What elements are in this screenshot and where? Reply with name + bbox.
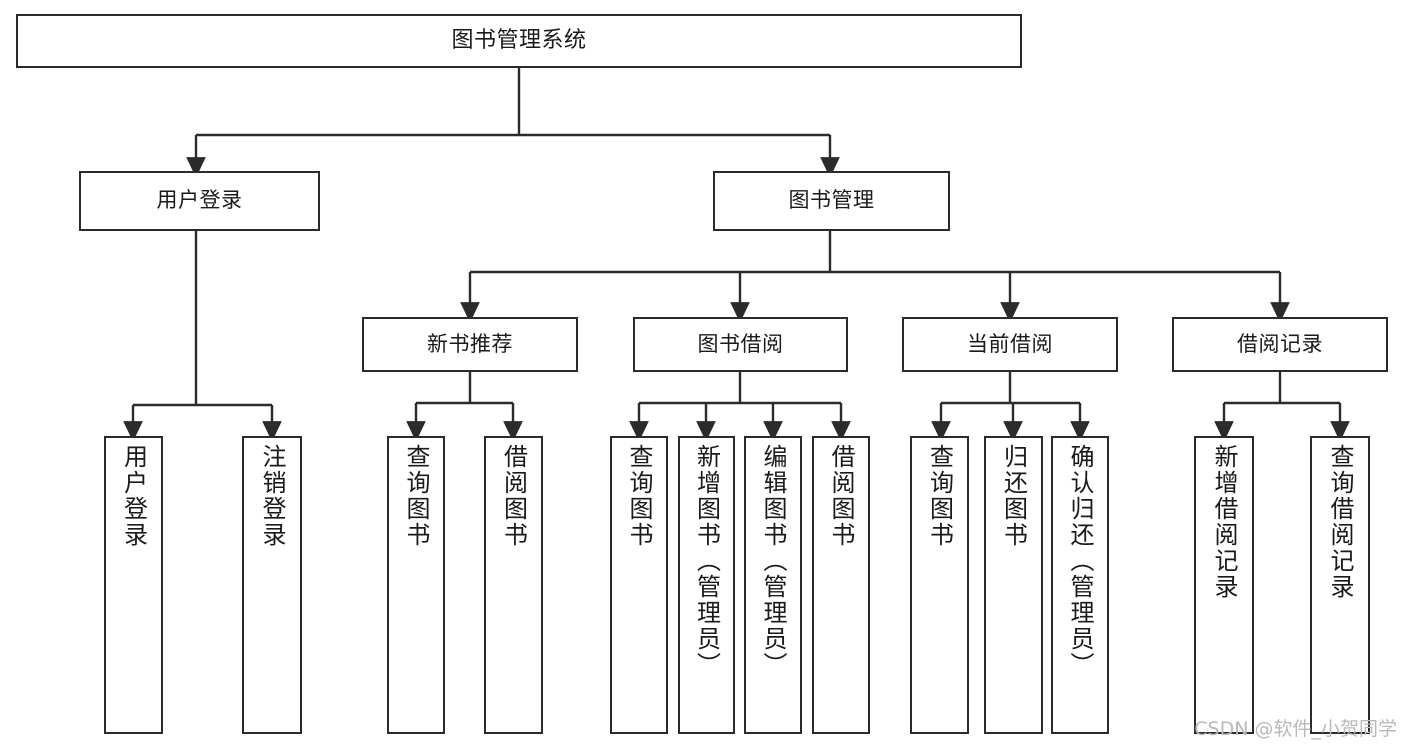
node-label: 查询借阅记录 — [1326, 444, 1354, 600]
leaf-edit-book-admin[interactable]: 编辑图书（管理员） — [744, 436, 802, 734]
node-label: 查询图书 — [402, 444, 430, 548]
node-label: 图书管理 — [788, 188, 875, 213]
node-label: 新增图书（管理员） — [692, 444, 721, 678]
node-label: 借阅图书 — [827, 444, 855, 548]
node-label: 借阅图书 — [499, 444, 528, 548]
node-current-borrow[interactable]: 当前借阅 — [902, 317, 1118, 372]
node-label: 当前借阅 — [967, 331, 1053, 356]
leaf-borrow-books-recommend[interactable]: 借阅图书 — [484, 436, 543, 734]
node-label: 新增借阅记录 — [1210, 444, 1238, 600]
node-user-login[interactable]: 用户登录 — [79, 171, 320, 231]
node-label: 编辑图书（管理员） — [759, 444, 787, 678]
leaf-query-books-borrow[interactable]: 查询图书 — [610, 436, 668, 734]
leaf-logout[interactable]: 注销登录 — [242, 436, 302, 734]
node-label: 图书管理系统 — [451, 27, 587, 53]
node-book-management[interactable]: 图书管理 — [713, 171, 950, 231]
node-root-system[interactable]: 图书管理系统 — [16, 14, 1022, 68]
node-new-book-recommend[interactable]: 新书推荐 — [362, 317, 578, 372]
node-label: 新书推荐 — [427, 331, 513, 356]
node-label: 查询图书 — [625, 444, 653, 548]
leaf-user-login[interactable]: 用户登录 — [104, 436, 163, 734]
node-borrow-records[interactable]: 借阅记录 — [1172, 317, 1388, 372]
leaf-add-borrow-record[interactable]: 新增借阅记录 — [1194, 436, 1254, 734]
node-label: 图书借阅 — [697, 331, 784, 356]
leaf-borrow-books-borrow[interactable]: 借阅图书 — [812, 436, 870, 734]
leaf-query-books-recommend[interactable]: 查询图书 — [387, 436, 445, 734]
node-label: 用户登录 — [156, 188, 243, 213]
leaf-query-books-current[interactable]: 查询图书 — [910, 436, 969, 734]
node-book-borrow[interactable]: 图书借阅 — [633, 317, 848, 372]
node-label: 用户登录 — [119, 444, 148, 548]
leaf-add-book-admin[interactable]: 新增图书（管理员） — [678, 436, 735, 734]
node-label: 注销登录 — [258, 444, 286, 548]
leaf-query-borrow-record[interactable]: 查询借阅记录 — [1310, 436, 1370, 734]
node-label: 归还图书 — [999, 444, 1028, 548]
leaf-return-books[interactable]: 归还图书 — [984, 436, 1043, 734]
watermark: CSDN @软件_小贺同学 — [1194, 718, 1397, 740]
leaf-confirm-return-admin[interactable]: 确认归还（管理员） — [1051, 436, 1109, 734]
node-label: 确认归还（管理员） — [1066, 444, 1094, 678]
node-label: 查询图书 — [925, 444, 954, 548]
node-label: 借阅记录 — [1237, 331, 1323, 356]
